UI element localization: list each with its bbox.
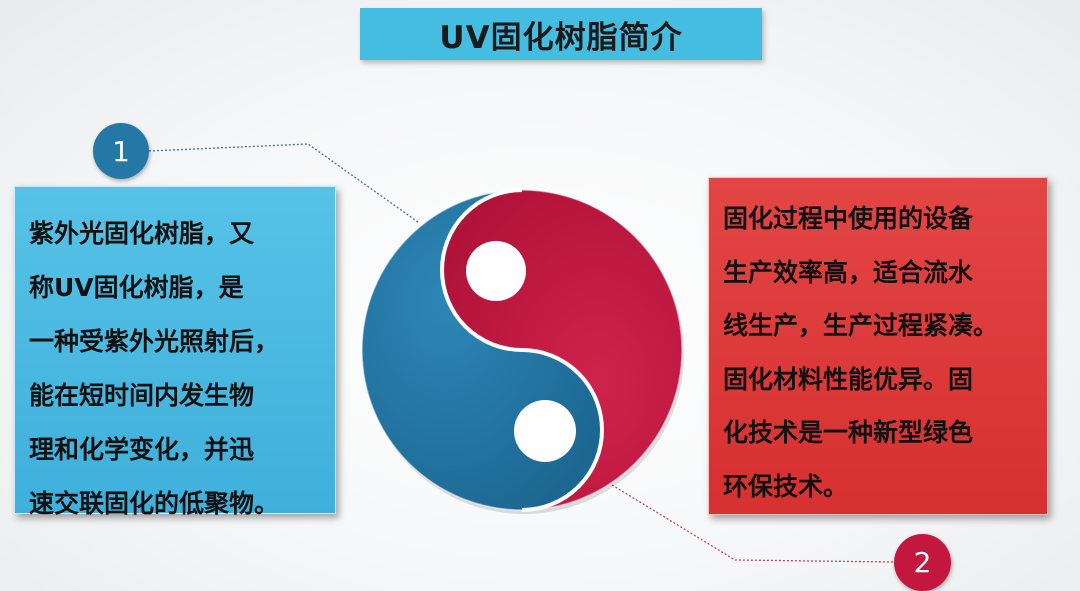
step-badge-1: 1 — [93, 123, 149, 179]
step-badge-1-number: 1 — [112, 134, 130, 168]
left-panel-line: 紫外光固化树脂，又 — [29, 219, 255, 248]
right-description-panel: 固化过程中使用的设备 生产效率高，适合流水 线生产，生产过程紧凑。 固化材料性能… — [708, 177, 1048, 515]
left-panel-line: 速交联固化的低聚物。 — [29, 489, 280, 518]
step-badge-2: 2 — [894, 534, 951, 591]
yang-dot — [514, 400, 576, 462]
title-banner: UV固化树脂简介 — [360, 8, 762, 60]
right-panel-line: 生产效率高，适合流水 — [723, 257, 974, 287]
left-description-panel: 紫外光固化树脂，又 称UV固化树脂，是 一种受紫外光照射后， 能在短时间内发生物… — [14, 186, 336, 518]
left-panel-line: 一种受紫外光照射后， — [29, 327, 280, 356]
right-panel-line: 化技术是一种新型绿色 — [723, 418, 974, 447]
left-panel-line: 能在短时间内发生物 — [29, 381, 255, 410]
right-panel-line: 固化材料性能优异。固 — [723, 364, 974, 394]
left-panel-line: 理和化学变化，并迅 — [29, 435, 255, 464]
yin-dot — [466, 241, 526, 301]
left-panel-line: 称UV固化树脂，是 — [29, 273, 244, 302]
right-panel-line: 环保技术。 — [723, 471, 849, 501]
page-title: UV固化树脂简介 — [439, 19, 683, 56]
right-panel-line: 固化过程中使用的设备 — [723, 204, 974, 233]
yin-yang-divider — [440, 188, 604, 512]
yin-yang-graphic — [361, 188, 684, 514]
right-panel-line: 线生产，生产过程紧凑。 — [723, 311, 999, 340]
step-badge-2-number: 2 — [913, 546, 932, 579]
